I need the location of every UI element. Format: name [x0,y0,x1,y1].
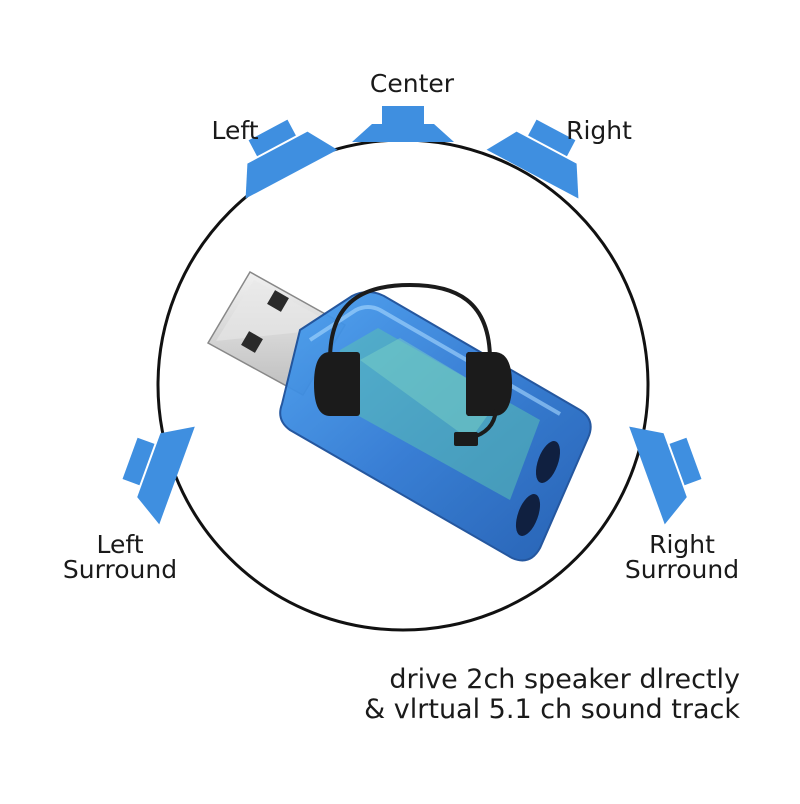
label-right-surround: Right Surround [612,532,752,582]
caption-line1: drive 2ch speaker dlrectly [389,664,740,695]
left-surround-speaker-icon [122,426,195,525]
label-left-surround-line1: Left [96,530,144,559]
label-left-surround: Left Surround [50,532,190,582]
label-center: Center [369,69,455,98]
left-speaker-icon [245,119,338,199]
label-right-surround-line2: Surround [624,555,740,584]
label-left-surround-line2: Surround [62,555,178,584]
right-speaker-icon [486,119,579,199]
label-right: Right [566,116,632,145]
caption: drive 2ch speaker dlrectly & vlrtual 5.1… [364,665,740,725]
usb-sound-card-image [206,270,592,562]
caption-line2: & vlrtual 5.1 ch sound track [364,694,740,725]
headset-icon [314,282,512,446]
center-speaker-icon [352,106,454,142]
right-surround-speaker-icon [629,426,702,525]
label-right-surround-line1: Right [649,530,715,559]
label-left: Left [211,116,259,145]
